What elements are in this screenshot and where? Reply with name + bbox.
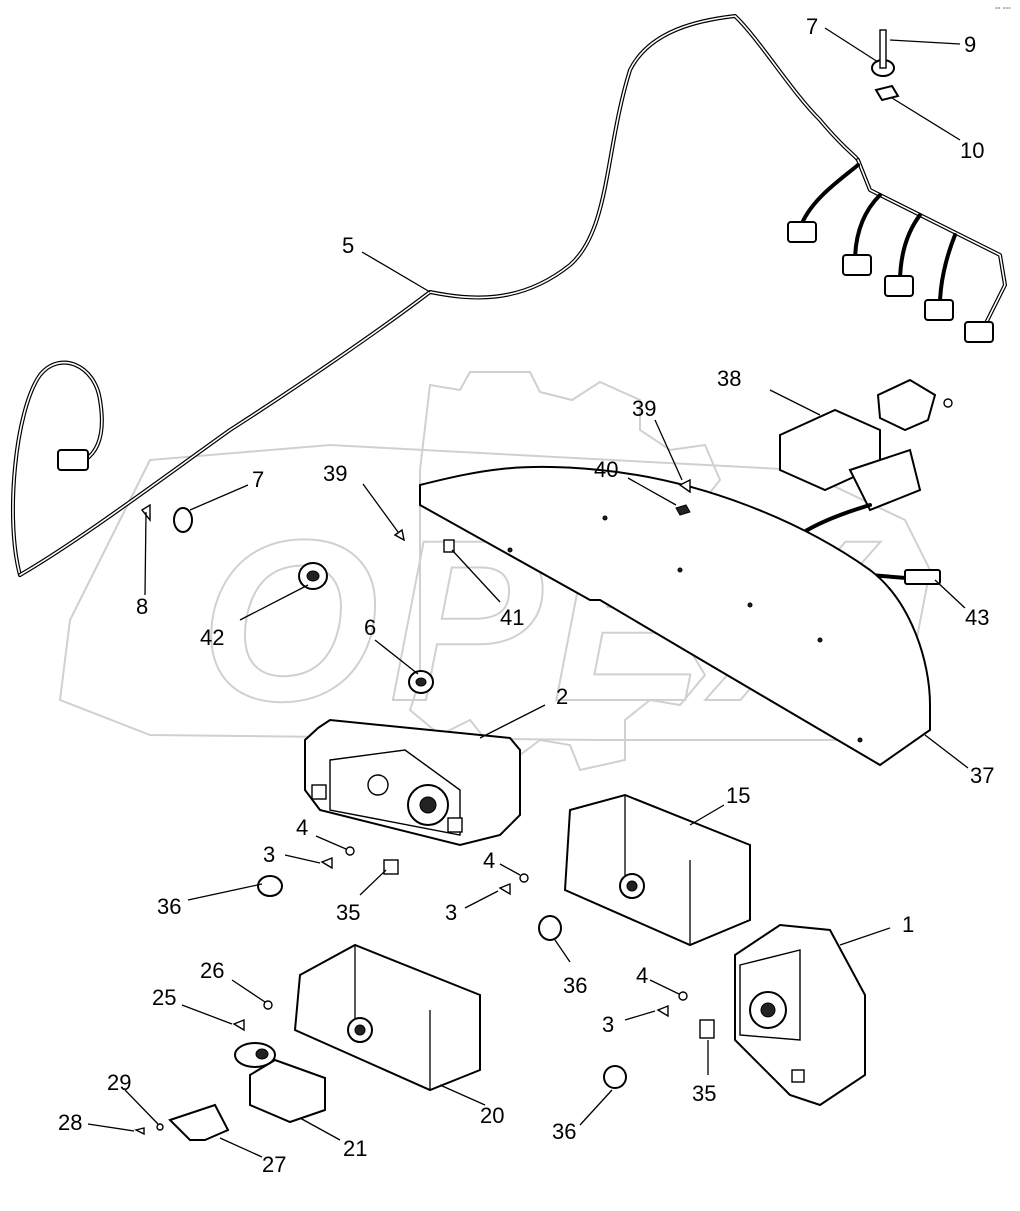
mounting-plate bbox=[419, 465, 931, 767]
wiring-harness bbox=[10, 14, 1007, 577]
callout-29: 29 bbox=[107, 1070, 131, 1095]
callout-39: 39 bbox=[632, 396, 656, 421]
lamp-assembly-20 bbox=[293, 943, 481, 1092]
callout-3: 3 bbox=[602, 1012, 614, 1037]
lamp-assembly-2 bbox=[304, 718, 521, 847]
small-fasteners bbox=[140, 478, 691, 694]
lamp-assembly-1 bbox=[734, 923, 866, 1107]
bulb-icon bbox=[603, 1065, 627, 1089]
callout-28: 28 bbox=[58, 1110, 82, 1135]
corner-note: °° °°° bbox=[995, 6, 1011, 14]
bracket-icon bbox=[168, 1103, 230, 1141]
callout-1: 1 bbox=[902, 912, 914, 937]
bulbs-and-fasteners bbox=[232, 846, 715, 1089]
screw-icon bbox=[393, 528, 405, 542]
callout-35: 35 bbox=[336, 900, 360, 925]
callout-3: 3 bbox=[445, 900, 457, 925]
socket-icon bbox=[699, 1019, 715, 1039]
washer-icon bbox=[678, 991, 688, 1001]
callout-41: 41 bbox=[500, 605, 524, 630]
callout-38: 38 bbox=[717, 366, 741, 391]
callout-labels: 7 9 10 5 38 39 40 39 7 8 42 41 43 6 2 37… bbox=[58, 14, 994, 1177]
washer-icon bbox=[263, 1000, 273, 1010]
callout-6: 6 bbox=[364, 615, 376, 640]
harness-connector-icon bbox=[842, 254, 872, 276]
screw-icon bbox=[678, 478, 691, 494]
callout-15: 15 bbox=[726, 783, 750, 808]
callout-4: 4 bbox=[636, 963, 648, 988]
callout-5: 5 bbox=[342, 233, 354, 258]
bulb-icon bbox=[538, 915, 562, 941]
lamp-assembly-15 bbox=[563, 793, 751, 947]
clamp-bolt-nut bbox=[871, 29, 900, 102]
callout-4: 4 bbox=[296, 815, 308, 840]
callout-43: 43 bbox=[965, 605, 989, 630]
harness-connector-icon bbox=[57, 449, 89, 471]
bolt-icon bbox=[879, 29, 887, 69]
callout-36: 36 bbox=[563, 973, 587, 998]
callout-42: 42 bbox=[200, 625, 224, 650]
callout-36: 36 bbox=[157, 894, 181, 919]
screw-icon bbox=[498, 882, 511, 896]
harness-connector-icon bbox=[787, 221, 817, 243]
callout-40: 40 bbox=[594, 457, 618, 482]
callout-21: 21 bbox=[343, 1136, 367, 1161]
module-21-bracket-27 bbox=[133, 1042, 326, 1141]
callout-20: 20 bbox=[480, 1103, 504, 1128]
harness-connector-icon bbox=[964, 321, 994, 343]
callout-36: 36 bbox=[552, 1119, 576, 1144]
sensor-icon bbox=[904, 569, 941, 585]
clip-icon bbox=[443, 539, 455, 553]
leader-lines bbox=[87, 27, 969, 1158]
nut-icon bbox=[675, 504, 691, 516]
screw-icon bbox=[320, 856, 333, 870]
callout-9: 9 bbox=[964, 32, 976, 57]
callout-3: 3 bbox=[263, 842, 275, 867]
washer-icon bbox=[519, 873, 529, 883]
callout-4: 4 bbox=[483, 848, 495, 873]
callout-35: 35 bbox=[692, 1081, 716, 1106]
callout-7: 7 bbox=[806, 14, 818, 39]
nut-icon bbox=[874, 84, 900, 102]
callout-2: 2 bbox=[556, 684, 568, 709]
callout-10: 10 bbox=[960, 138, 984, 163]
harness-connector-icon bbox=[924, 299, 954, 321]
clip-icon bbox=[173, 507, 193, 533]
callout-25: 25 bbox=[152, 985, 176, 1010]
callout-37: 37 bbox=[970, 763, 994, 788]
callout-8: 8 bbox=[136, 594, 148, 619]
washer-icon bbox=[345, 846, 355, 856]
screw-icon bbox=[656, 1004, 669, 1018]
callout-27: 27 bbox=[262, 1152, 286, 1177]
callout-7: 7 bbox=[252, 467, 264, 492]
screw-icon bbox=[232, 1018, 245, 1032]
harness-connector-icon bbox=[884, 275, 914, 297]
callout-39: 39 bbox=[323, 461, 347, 486]
callout-26: 26 bbox=[200, 958, 224, 983]
socket-icon bbox=[383, 859, 399, 875]
bulb-icon bbox=[257, 875, 283, 897]
